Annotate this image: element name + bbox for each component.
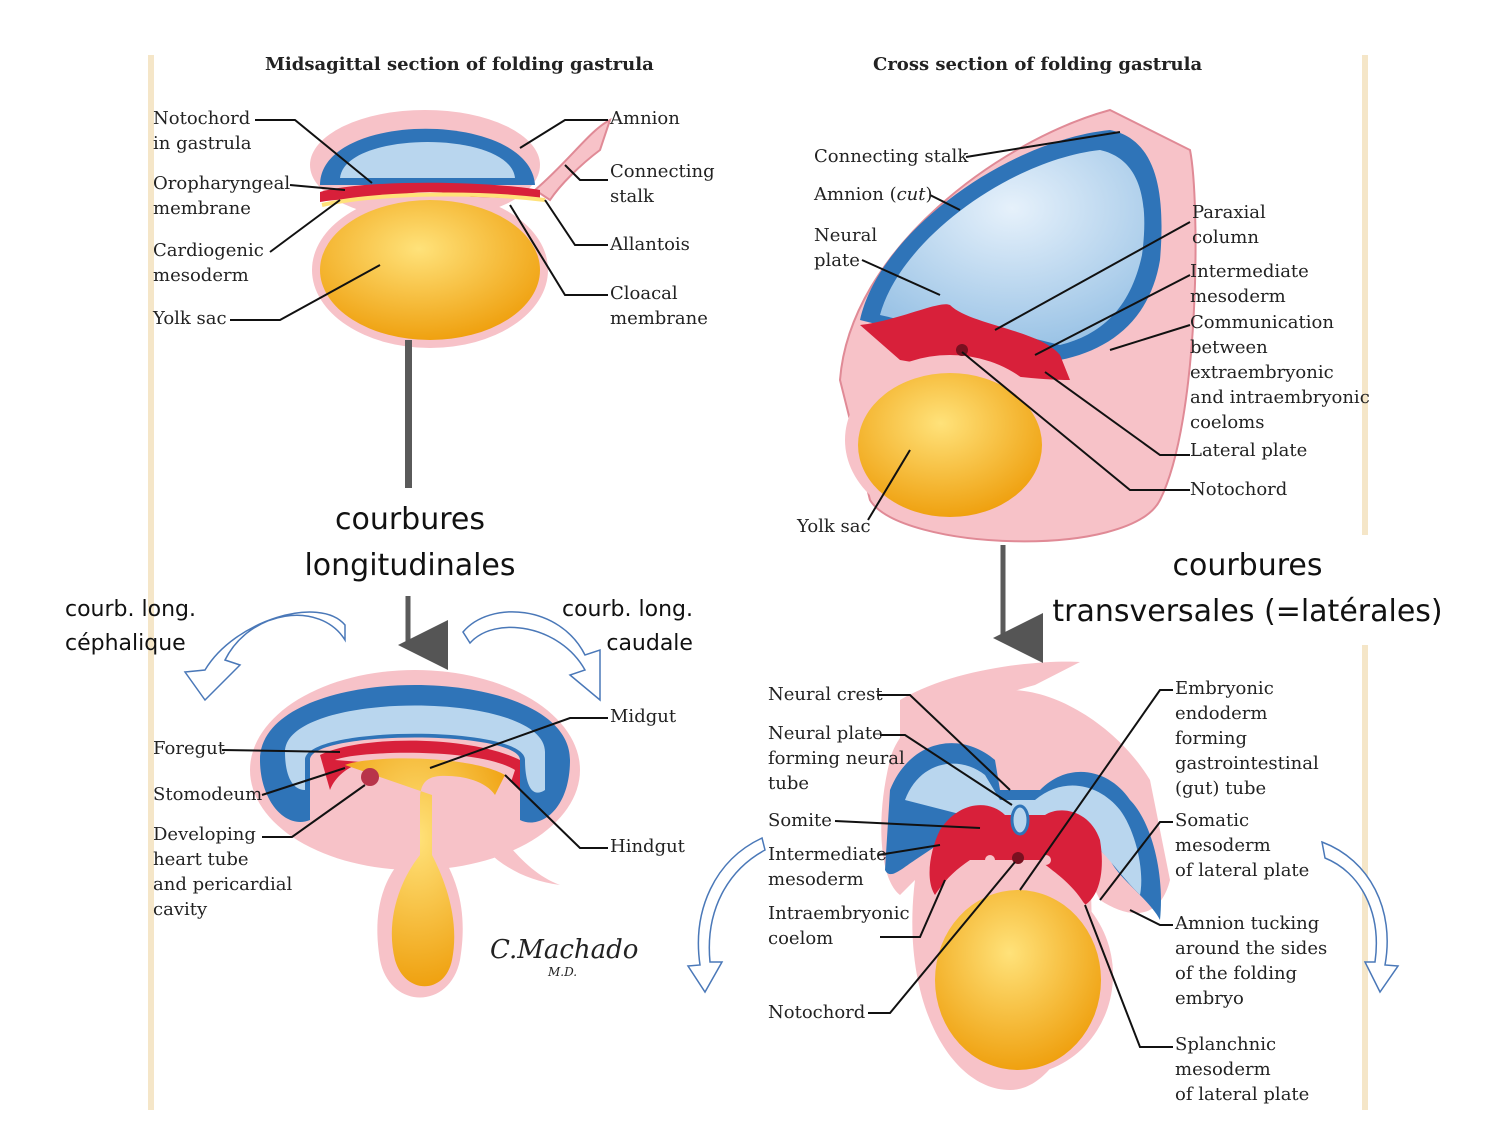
leader-lines bbox=[221, 119, 1191, 1048]
label-notochord-in-gastrula: Notochord in gastrula bbox=[153, 108, 252, 154]
midsagittal-title: Midsagittal section of folding gastrula bbox=[265, 54, 654, 75]
lateral-fold-arrow-left bbox=[686, 836, 766, 994]
label-intermediate-mesoderm-bottom: Intermediate mesoderm bbox=[768, 844, 887, 890]
lateral-fold-arrow-right bbox=[1321, 840, 1400, 994]
label-notochord-bottom: Notochord bbox=[768, 1002, 866, 1023]
cephalic-fold-arrow bbox=[183, 611, 346, 702]
cross-section-gastrula-drawing bbox=[838, 108, 1197, 543]
label-somatic-mesoderm: Somatic mesoderm of lateral plate bbox=[1175, 810, 1310, 881]
label-amnion: Amnion bbox=[610, 108, 680, 129]
folding-arrows bbox=[183, 611, 1400, 994]
label-cloacal-membrane: Cloacal membrane bbox=[610, 283, 708, 329]
right-panel-edge-top bbox=[1362, 55, 1368, 535]
caudal-fold-arrow bbox=[462, 611, 601, 702]
label-amnion-tucking: Amnion tucking around the sides of the f… bbox=[1175, 913, 1328, 1009]
label-lateral-plate: Lateral plate bbox=[1190, 440, 1308, 461]
label-amnion-cut: Amnion (cut) bbox=[814, 182, 933, 207]
label-splanchnic-mesoderm: Splanchnic mesoderm of lateral plate bbox=[1175, 1034, 1310, 1105]
midsagittal-gastrula-drawing bbox=[310, 110, 612, 348]
label-connecting-stalk-cross: Connecting stalk bbox=[814, 146, 969, 167]
amnion-cut-suffix: ) bbox=[925, 184, 933, 205]
label-neural-crest: Neural crest bbox=[768, 684, 883, 705]
label-somite: Somite bbox=[768, 810, 832, 831]
label-intermediate-mesoderm-top: Intermediate mesoderm bbox=[1190, 261, 1309, 307]
longitudinal-arrow-shaft bbox=[405, 340, 412, 488]
label-allantois: Allantois bbox=[610, 234, 690, 255]
label-cardiogenic-mesoderm: Cardiogenic mesoderm bbox=[153, 240, 264, 286]
annotation-courbures-transversales: courbures transversales (=latérales) bbox=[1052, 548, 1443, 629]
label-notochord-cross: Notochord bbox=[1190, 479, 1288, 500]
label-paraxial-column: Paraxial column bbox=[1192, 202, 1266, 248]
amnion-cut-italic: cut bbox=[896, 184, 926, 205]
label-yolk-sac-cross: Yolk sac bbox=[797, 516, 871, 537]
process-arrows bbox=[398, 340, 1043, 670]
label-neural-plate: Neural plate bbox=[814, 225, 878, 271]
label-hindgut: Hindgut bbox=[610, 836, 685, 857]
label-embryonic-endoderm: Embryonic endoderm forming gastrointesti… bbox=[1175, 678, 1319, 799]
label-connecting-stalk: Connecting stalk bbox=[610, 161, 715, 207]
label-oropharyngeal-membrane: Oropharyngeal membrane bbox=[153, 173, 291, 219]
label-developing-heart-tube: Developing heart tube and pericardial ca… bbox=[153, 824, 293, 920]
label-stomodeum: Stomodeum bbox=[153, 784, 263, 805]
label-coelom-communication: Communication between extraembryonic and… bbox=[1190, 312, 1370, 433]
illustrator-signature: C.Machado bbox=[490, 935, 638, 965]
label-foregut: Foregut bbox=[153, 738, 225, 759]
label-neural-plate-forming-tube: Neural plate forming neural tube bbox=[768, 723, 905, 794]
left-panel-edge bbox=[148, 55, 154, 1110]
annotation-caudal-fold: courb. long. caudale bbox=[562, 597, 693, 656]
amnion-cut-prefix: Amnion ( bbox=[814, 184, 897, 205]
label-intraembryonic-coelom: Intraembryonic coelom bbox=[768, 903, 910, 949]
label-yolk-sac-top: Yolk sac bbox=[153, 308, 227, 329]
illustrator-signature-suffix: M.D. bbox=[547, 965, 577, 979]
annotation-cephalic-fold: courb. long. céphalique bbox=[65, 597, 196, 656]
label-midgut: Midgut bbox=[610, 706, 677, 727]
annotation-courbures-longitudinales: courbures longitudinales bbox=[304, 502, 516, 583]
cross-section-title: Cross section of folding gastrula bbox=[873, 54, 1203, 75]
folded-cross-section-drawing bbox=[881, 661, 1170, 1090]
